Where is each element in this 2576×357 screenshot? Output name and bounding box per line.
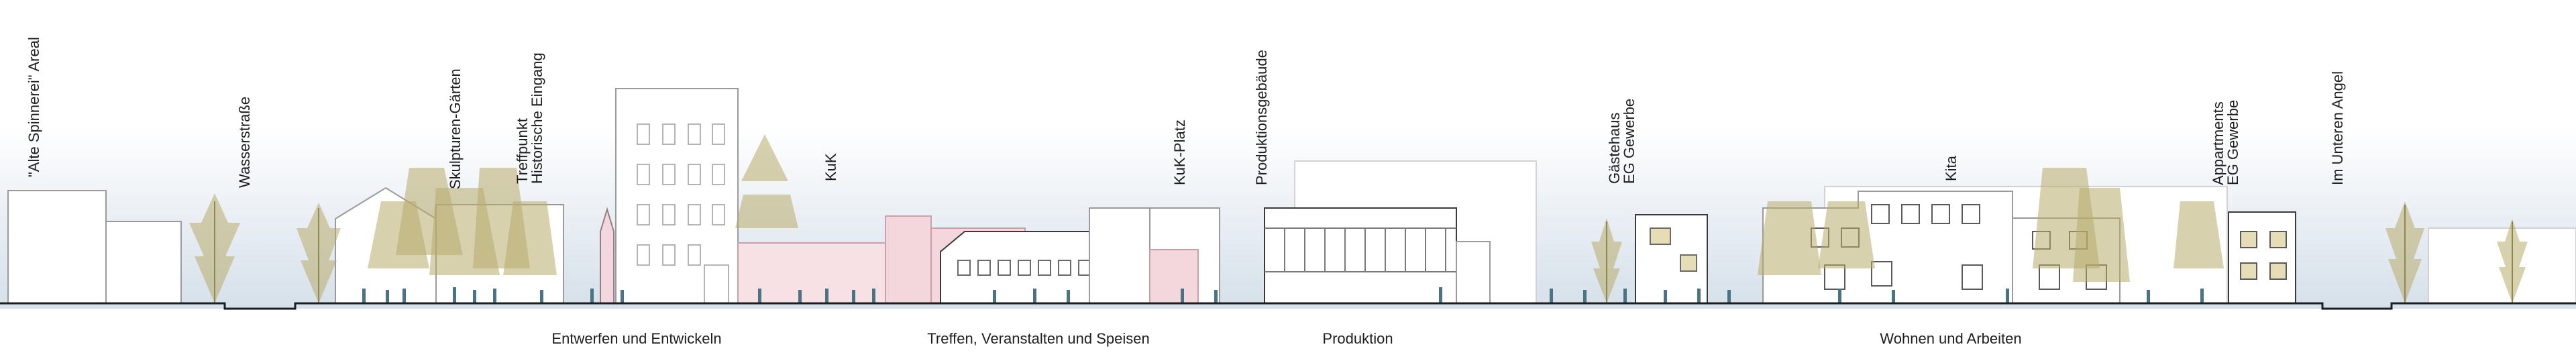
tower-building: [615, 88, 739, 304]
church-spire: [600, 207, 614, 304]
alte-spinnerei-building: [7, 190, 107, 304]
label-wasserstrasse: Wasserstraße: [236, 96, 253, 188]
label-alte-spinnerei: "Alte Spinnerei" Areal: [25, 37, 42, 177]
people: [362, 287, 2204, 303]
produktionsgebaeude: [1264, 207, 1457, 304]
buildings: [7, 88, 2296, 304]
zone-treffen: Treffen, Veranstalten und Speisen: [927, 330, 1150, 347]
label-produktionsgebaeude: Produktionsgebäude: [1253, 50, 1270, 185]
zone-entwerfen: Entwerfen und Entwickeln: [551, 330, 722, 347]
label-skulpturen-gaerten: Skulpturen-Gärten: [447, 68, 464, 189]
label-kuk: KuK: [822, 153, 839, 181]
kuk-pink-band: [737, 242, 886, 304]
label-im-unteren-angel: Im Unteren Angel: [2329, 71, 2346, 185]
appartments-building: [2228, 211, 2296, 303]
label-kita: Kita: [1943, 156, 1960, 181]
label-kuk-platz: KuK-Platz: [1171, 119, 1188, 185]
ground-line: [0, 302, 2576, 310]
trees: [189, 134, 2528, 303]
zone-wohnen: Wohnen und Arbeiten: [1880, 330, 2022, 347]
zone-produktion: Produktion: [1322, 330, 1393, 347]
